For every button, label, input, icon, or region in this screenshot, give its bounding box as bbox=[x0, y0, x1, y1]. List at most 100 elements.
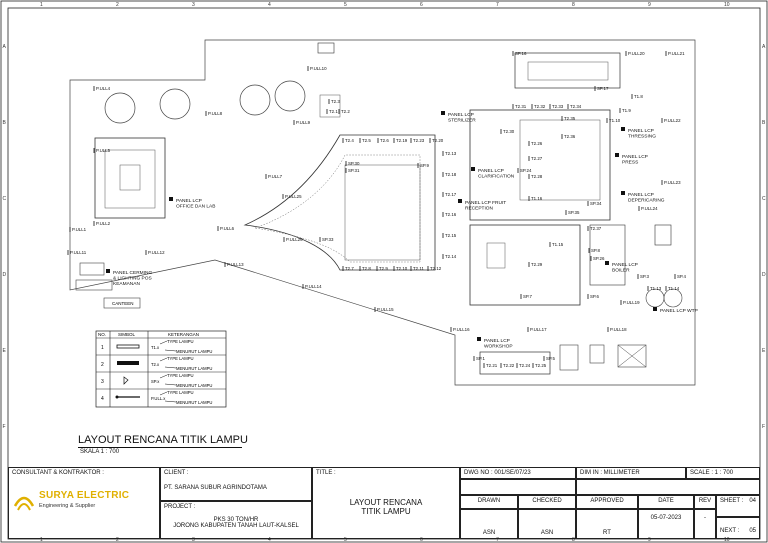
legend-code: T1.x bbox=[151, 345, 160, 350]
rev-value: - bbox=[694, 509, 716, 539]
grid-row-marker: C bbox=[3, 196, 7, 202]
title-block: CONSULTANT & KONTRAKTOR : SURYA ELECTRIC… bbox=[8, 467, 760, 539]
lamp-marker: P.ULL24 bbox=[638, 206, 658, 211]
lamp-marker: SP.4 bbox=[674, 274, 687, 279]
lamp-marker: T2.34 bbox=[567, 104, 582, 109]
lamp-marker: SP.8 bbox=[588, 248, 601, 253]
lamp-marker: P.ULL8 bbox=[205, 111, 223, 116]
lamp-marker: P.ULL22 bbox=[661, 118, 681, 123]
lamp-marker: T2.11 bbox=[410, 266, 424, 271]
lamp-label: T2.21 bbox=[486, 363, 498, 368]
lamp-marker: SP.5 bbox=[543, 356, 556, 361]
legend-type: TYPE LAMPU bbox=[167, 373, 194, 378]
lamp-marker: P.ULL17 bbox=[527, 327, 547, 332]
lamp-marker: P.ULL7 bbox=[265, 174, 283, 179]
lamp-marker: T1.13 bbox=[647, 286, 662, 291]
lamp-label: T2.34 bbox=[570, 104, 582, 109]
lamp-label: P.ULL20 bbox=[628, 51, 645, 56]
lamp-label: T2.16 bbox=[445, 212, 457, 217]
legend-desc: MENURUT LAMPU bbox=[176, 349, 212, 354]
lamp-marker: T2.28 bbox=[528, 174, 543, 179]
grid-col-marker: 5 bbox=[344, 2, 347, 8]
grid-col-marker: 10 bbox=[724, 537, 730, 543]
lamp-marker: SP.30 bbox=[345, 161, 360, 166]
lamp-label: T2.2 bbox=[341, 109, 350, 114]
lamp-label: T2.29 bbox=[531, 262, 543, 267]
panel-label-line: THRESSING bbox=[628, 134, 656, 140]
panel-label-line: PANEL LCP FRUIT bbox=[465, 200, 506, 206]
lamp-marker: T2.20 bbox=[429, 138, 444, 143]
grid-row-marker: B bbox=[3, 120, 7, 126]
lamp-label: SP.34 bbox=[590, 201, 602, 206]
project-line1: PKS 30 TON/HR bbox=[213, 517, 259, 523]
grid-row-marker: E bbox=[3, 348, 7, 354]
grid-col-marker: 6 bbox=[420, 537, 423, 543]
legend-desc: MENURUT LAMPU bbox=[176, 400, 212, 405]
lamp-symbol-icon bbox=[115, 395, 140, 399]
grid-col-marker: 4 bbox=[268, 2, 271, 8]
legend-desc: MENURUT LAMPU bbox=[176, 383, 212, 388]
rev-header: REV bbox=[694, 495, 716, 509]
legend-header-no: NO. bbox=[98, 332, 106, 337]
lamp-symbol-icon bbox=[117, 361, 139, 365]
lamp-label: P.ULL5 bbox=[96, 148, 111, 153]
dim-in: DIM IN : MILLIMETER bbox=[576, 467, 686, 479]
grid-col-marker: 7 bbox=[496, 537, 499, 543]
lamp-label: T2.36 bbox=[564, 134, 576, 139]
lamp-label: T2.33 bbox=[552, 104, 564, 109]
lamp-marker: P.ULL4 bbox=[93, 86, 111, 91]
panel-label-line: PANEL LCP WTP bbox=[660, 308, 698, 314]
brand-subtitle: Engineering & Supplier bbox=[39, 503, 96, 509]
lamp-label: P.ULL14 bbox=[305, 284, 322, 289]
legend-type: TYPE LAMPU bbox=[167, 390, 194, 395]
lamp-marker: SP.9 bbox=[417, 163, 430, 168]
lamp-marker: P.ULL10 bbox=[307, 66, 327, 71]
panel-label-line: RECEPTION bbox=[465, 206, 494, 212]
lamp-marker: SP.6 bbox=[587, 294, 600, 299]
lamp-marker: P.ULL23 bbox=[661, 180, 681, 185]
lamp-label: T1.15 bbox=[552, 242, 564, 247]
lamp-marker: T1.10 bbox=[606, 118, 621, 123]
lamp-marker: T2.35 bbox=[561, 116, 576, 121]
project-label: PROJECT : bbox=[164, 504, 196, 510]
lamp-label: SP.16 bbox=[515, 51, 527, 56]
lamp-label: T2.11 bbox=[413, 266, 424, 271]
lamp-marker: P.ULL16 bbox=[450, 327, 470, 332]
lamp-label: SP.3 bbox=[640, 274, 650, 279]
lamp-marker: SP.34 bbox=[587, 201, 602, 206]
blank-row bbox=[460, 479, 576, 495]
lamp-marker: T2.36 bbox=[561, 134, 576, 139]
consultant-cell: CONSULTANT & KONTRAKTOR : SURYA ELECTRIC… bbox=[8, 467, 160, 539]
lamp-label: T1.9 bbox=[622, 108, 631, 113]
lamp-label: P.ULL4 bbox=[96, 86, 111, 91]
drawn-header: DRAWN bbox=[460, 495, 518, 509]
lamp-marker: SP.35 bbox=[565, 210, 580, 215]
lamp-label: P.ULL24 bbox=[641, 206, 658, 211]
legend-row-no: 3 bbox=[101, 379, 104, 385]
lamp-marker: P.ULL9 bbox=[293, 120, 311, 125]
legend-row-no: 1 bbox=[101, 345, 104, 351]
lamp-label: SP.31 bbox=[348, 168, 360, 173]
panel-label-line: OFFICE DAN LAB bbox=[176, 204, 215, 210]
grid-row-marker: A bbox=[762, 44, 766, 50]
lamp-label: SP.4 bbox=[677, 274, 687, 279]
lamp-label: P.ULL13 bbox=[227, 262, 244, 267]
lamp-marker: T2.10 bbox=[393, 266, 408, 271]
lamp-marker: P.ULL20 bbox=[625, 51, 645, 56]
panel-label-line: PANEL LCP bbox=[176, 198, 202, 204]
grid-row-marker: A bbox=[3, 44, 7, 50]
lamp-marker: P.ULL14 bbox=[302, 284, 322, 289]
company-logo: SURYA ELECTRIC Engineering & Supplier bbox=[13, 488, 159, 516]
lamp-label: SP.8 bbox=[591, 248, 601, 253]
panel-label-line: PANEL LCP bbox=[628, 192, 654, 198]
client-cell: CLIENT : PT. SARANA SUBUR AGRINDOTAMA bbox=[160, 467, 312, 501]
legend-header-desc: KETERANGAN bbox=[168, 332, 199, 337]
lamp-label: SP.5 bbox=[546, 356, 556, 361]
grid-row-marker: D bbox=[3, 272, 7, 278]
title-cell: TITLE : LAYOUT RENCANA TITIK LAMPU bbox=[312, 467, 460, 539]
grid-row-marker: D bbox=[762, 272, 766, 278]
lamp-marker: T2.18 bbox=[442, 172, 457, 177]
